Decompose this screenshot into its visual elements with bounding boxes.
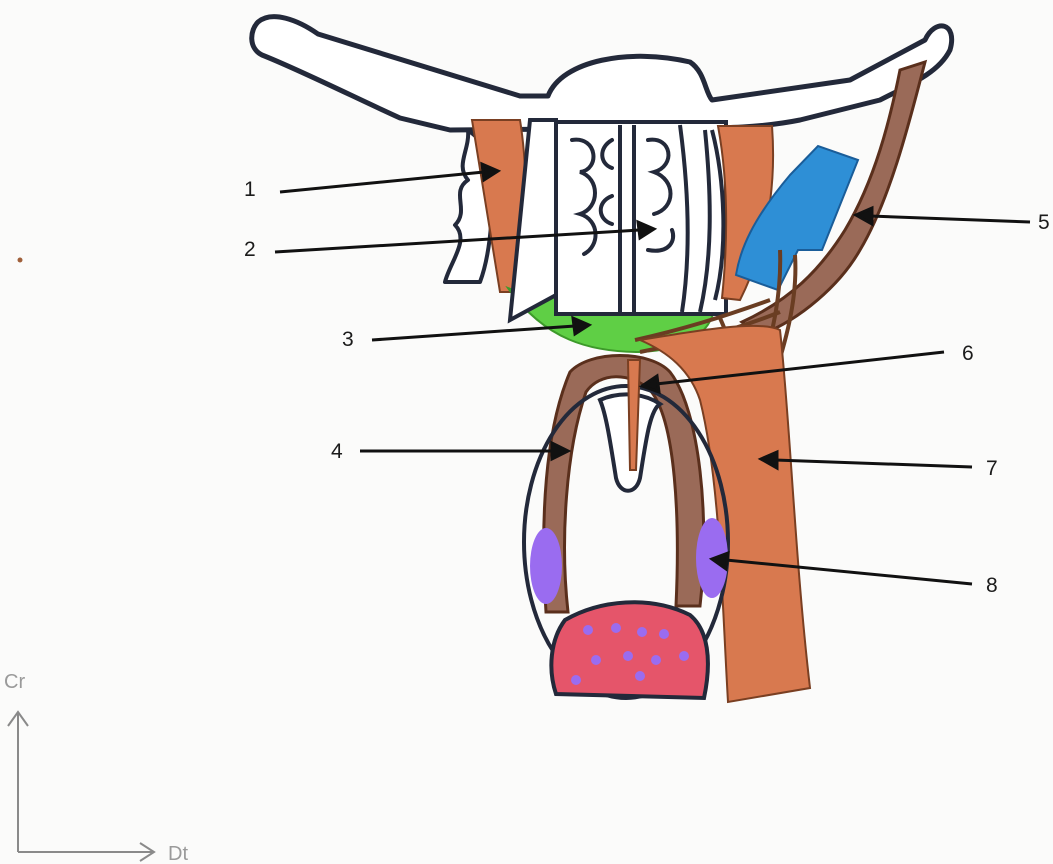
- label-4: 4: [331, 440, 343, 463]
- orientation-axes: [8, 712, 154, 861]
- arrow-7: [775, 460, 972, 467]
- stray-dot: [18, 258, 23, 263]
- skull-base-bone: [252, 17, 952, 130]
- label-8: 8: [986, 574, 998, 597]
- label-6: 6: [962, 342, 974, 365]
- arrow-3: [372, 326, 575, 340]
- axis-label-cranial: Cr: [4, 671, 25, 693]
- central-box: [510, 120, 726, 320]
- purple-oval-left: [530, 528, 562, 604]
- label-2: 2: [244, 238, 256, 261]
- label-1: 1: [244, 178, 256, 201]
- label-7: 7: [986, 457, 998, 480]
- label-3: 3: [342, 328, 354, 351]
- axis-label-dextral: Dt: [168, 843, 188, 864]
- label-5: 5: [1038, 211, 1050, 234]
- arrow-1: [280, 172, 484, 192]
- arrow-5: [870, 216, 1030, 222]
